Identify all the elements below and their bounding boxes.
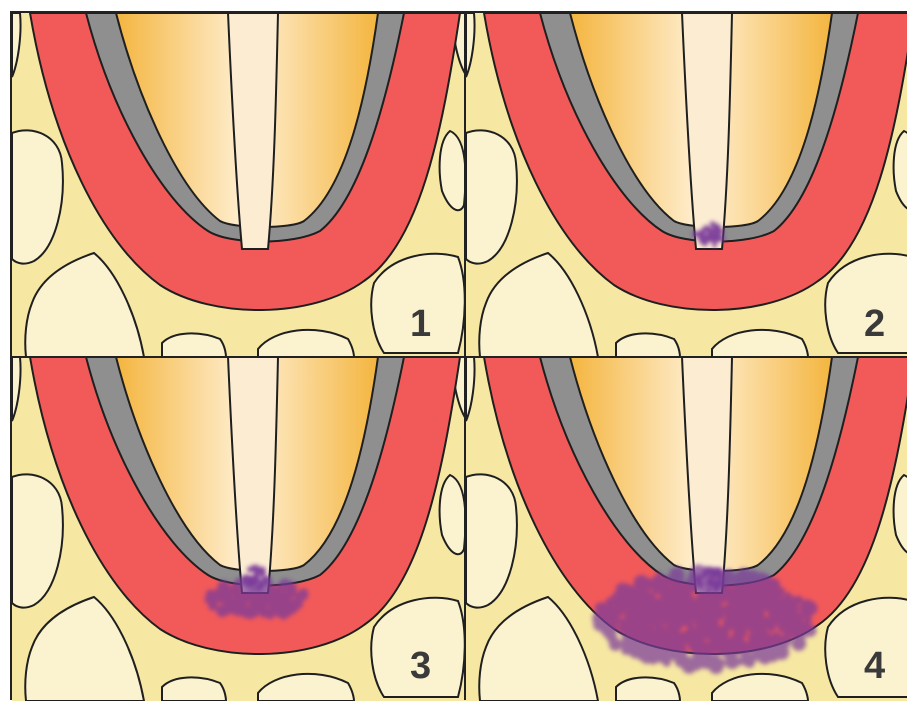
bone-nodule [162, 333, 226, 357]
bone-nodule [25, 253, 144, 357]
bone-nodule [894, 475, 907, 554]
bone-nodule [12, 130, 63, 263]
bone-nodule [12, 13, 21, 77]
panel-1: 1 [12, 13, 466, 357]
bone-nodule [894, 131, 907, 210]
bone-nodule [466, 130, 517, 263]
panel-label-2: 2 [864, 305, 885, 343]
bone-nodule [616, 333, 680, 357]
panel-label-1: 1 [410, 305, 431, 343]
panel-4: 4 [466, 357, 907, 701]
bone-nodule [12, 474, 63, 607]
panel-label-3: 3 [410, 647, 431, 685]
bone-nodule [25, 597, 144, 701]
bone-nodule [258, 674, 354, 701]
bone-nodule [466, 13, 475, 77]
panel-3: 3 [12, 357, 466, 701]
bone-nodule [466, 474, 517, 607]
horizontal-divider [10, 356, 907, 358]
tooth-illustration-3 [12, 357, 466, 701]
bone-nodule [440, 131, 466, 210]
panel-label-4: 4 [864, 647, 885, 685]
tooth-illustration-2 [466, 13, 907, 357]
bone-nodule [162, 677, 226, 701]
bone-nodule [712, 330, 808, 357]
bone-nodule [479, 597, 598, 701]
bone-nodule [479, 253, 598, 357]
tooth-illustration-1 [12, 13, 466, 357]
panel-2: 2 [466, 13, 907, 357]
bone-nodule [712, 674, 808, 701]
tooth-illustration-4 [466, 357, 907, 701]
bone-nodule [258, 330, 354, 357]
bone-nodule [466, 357, 475, 421]
bone-nodule [440, 475, 466, 554]
bone-nodule [616, 677, 680, 701]
bone-nodule [12, 357, 21, 421]
